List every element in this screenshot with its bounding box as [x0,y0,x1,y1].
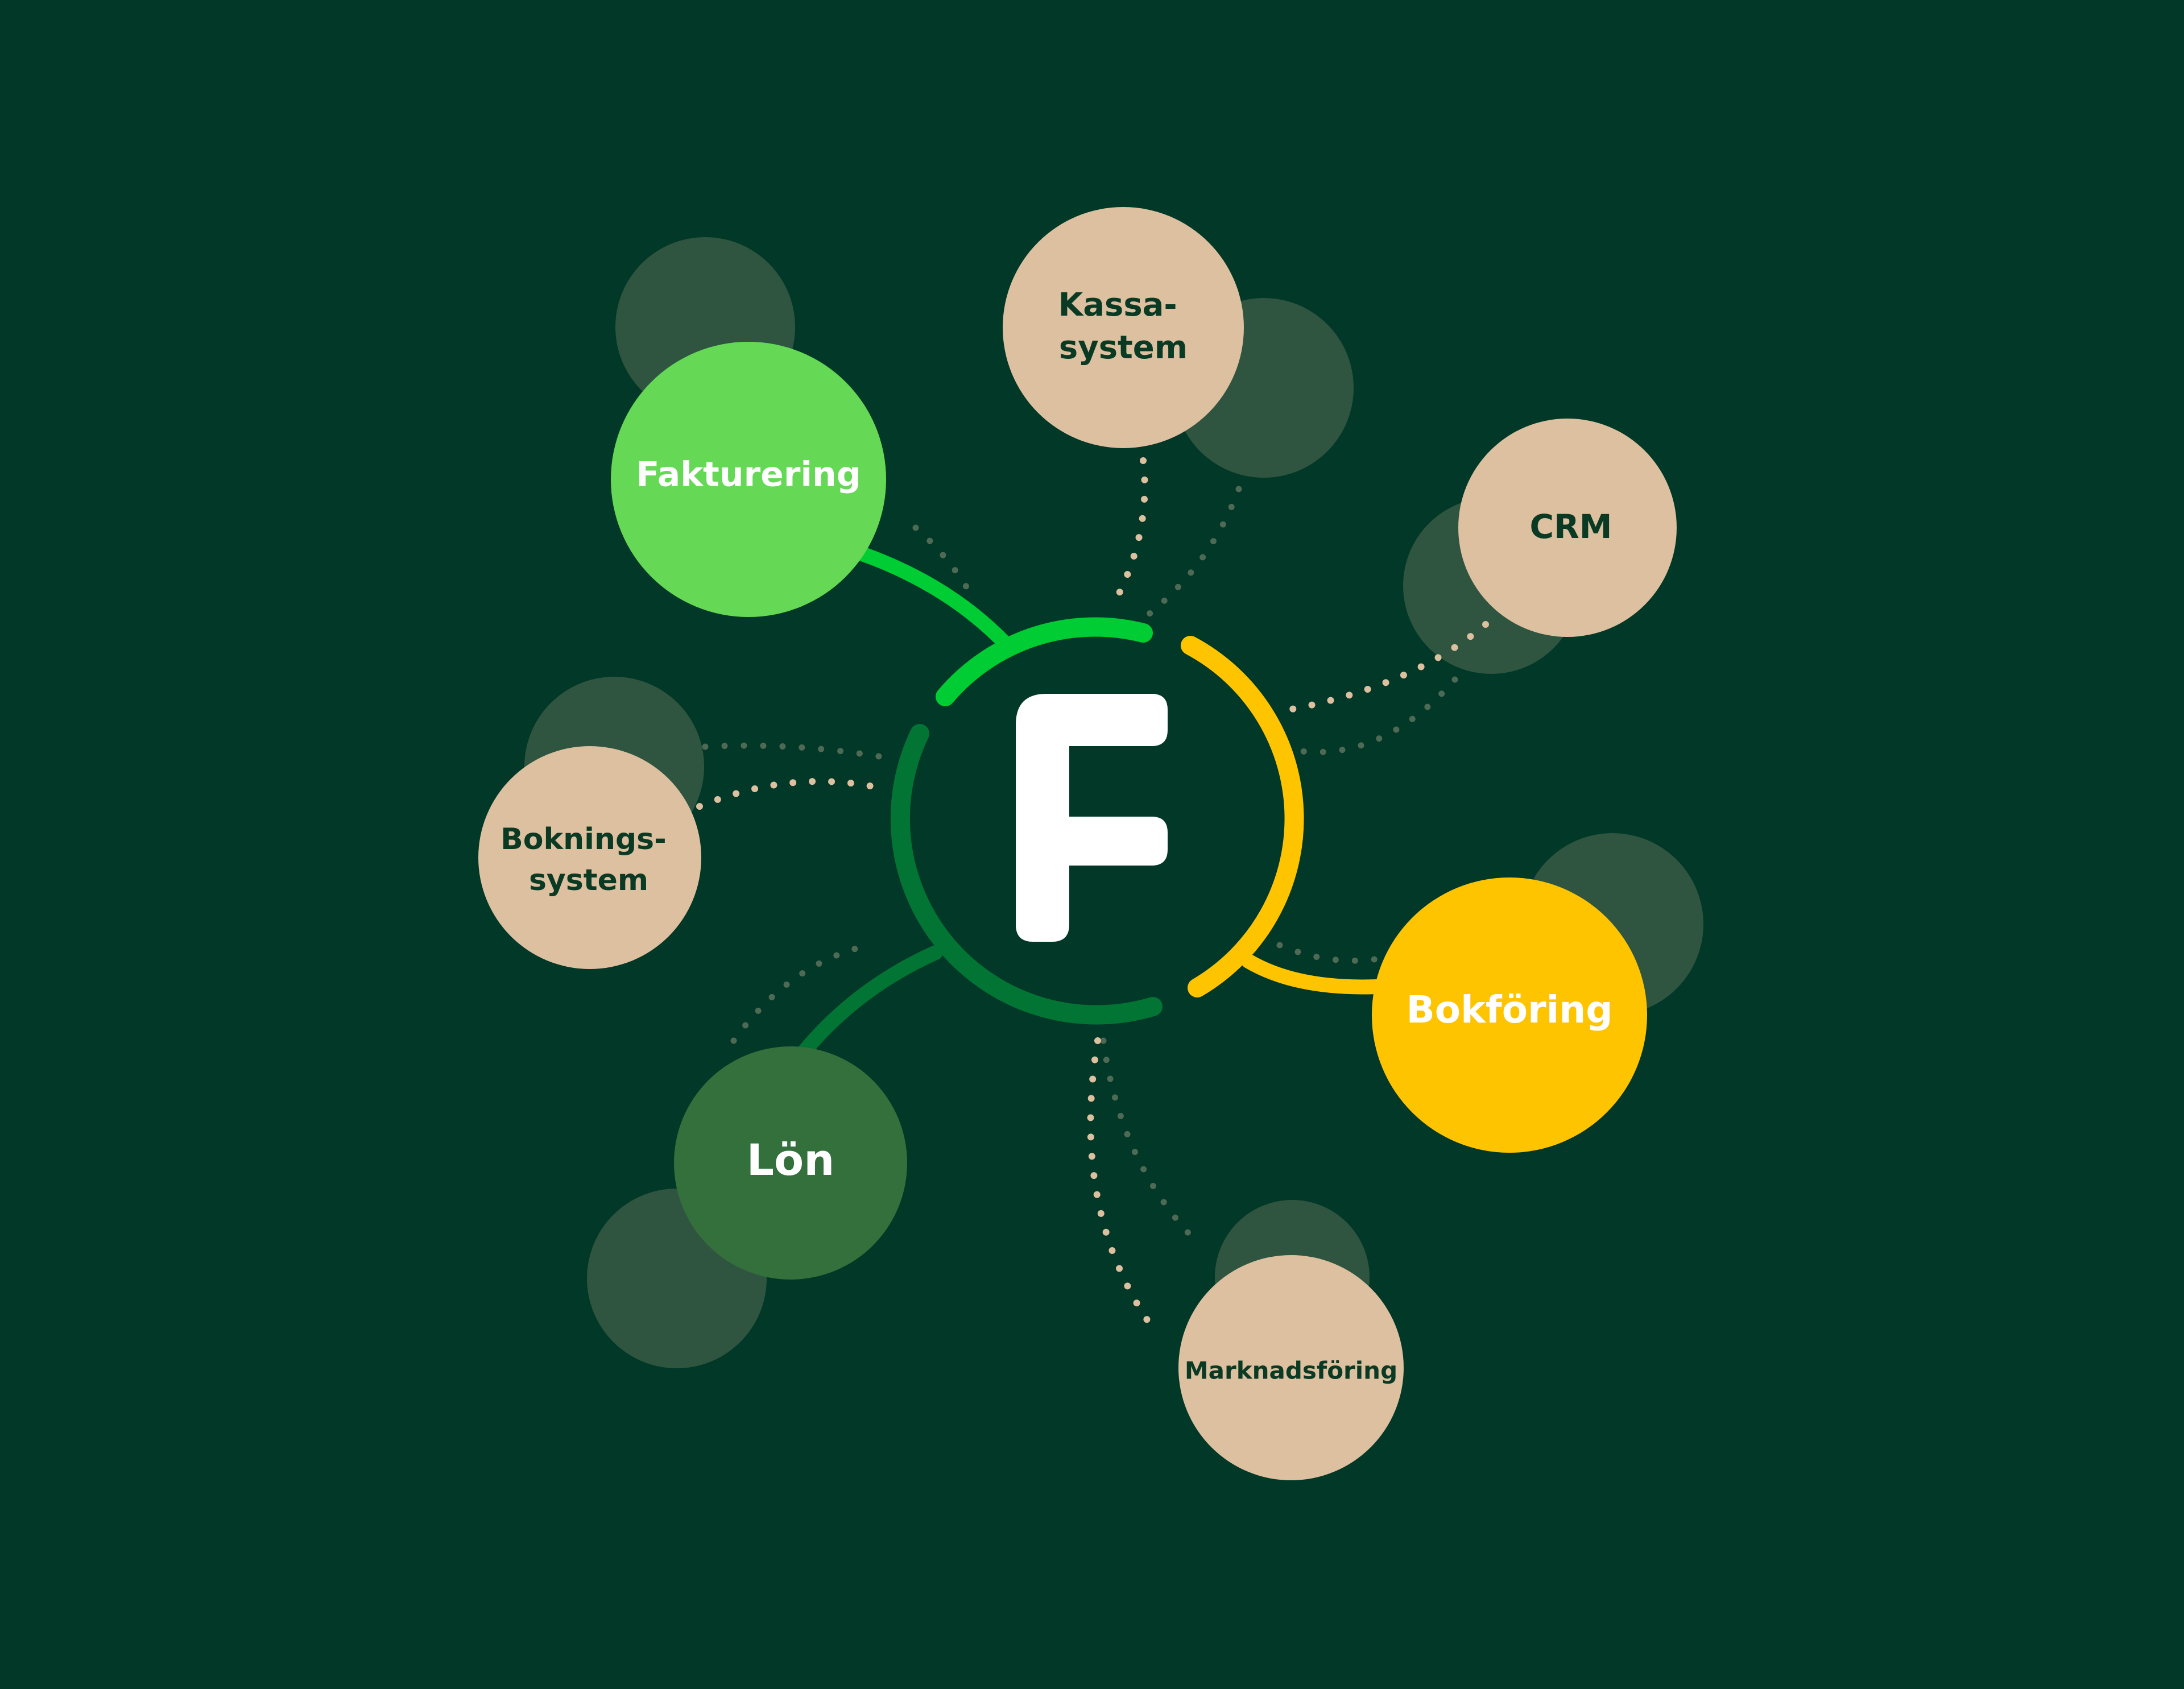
faint-dotted-connectors [702,486,1458,1249]
node-bokningssystem[interactable]: Boknings- system [478,746,701,969]
faint-connector-kassasystem [1145,486,1242,618]
node-crm[interactable]: CRM [1458,419,1677,637]
connector-fakturering [840,541,1013,651]
node-marknadsforing[interactable]: Marknadsföring [1178,1255,1404,1480]
node-bokningssystem-bubble [478,746,701,969]
solid-connectors [792,541,1384,1065]
node-fakturering-label: Fakturering [636,455,861,495]
tan-connector-marknadsforing [1087,1037,1158,1334]
faint-connector-crm [1293,676,1458,755]
faint-connector-bokforing [1276,942,1385,964]
faint-connector-lon [730,945,859,1044]
node-bokforing-label: Bokföring [1407,988,1613,1032]
f-logo-icon [1016,694,1168,942]
node-bokningssystem-label-line-1: Boknings- [500,822,667,856]
node-marknadsforing-label: Marknadsföring [1185,1357,1397,1385]
ring-arc-yellow [1181,636,1304,997]
hub-logo [1016,694,1168,942]
tan-dotted-connectors [696,457,1489,1334]
faint-connector-fakturering [912,524,976,601]
node-kassasystem-label-line-1: Kassa- [1058,287,1177,324]
node-kassasystem-label-line-2: system [1059,329,1188,366]
node-lon[interactable]: Lön [674,1046,907,1280]
node-fakturering[interactable]: Fakturering [611,342,886,617]
node-crm-bubble [1458,419,1677,637]
node-lon-bubble [674,1046,907,1280]
node-crm-label: CRM [1530,507,1612,546]
node-bokningssystem-label-line-2: system [529,863,648,897]
connector-lon [792,945,943,1065]
connector-bokforing [1241,954,1384,995]
faint-connector-marknadsforing [1100,1037,1203,1249]
node-kassasystem-bubble [1003,207,1244,448]
node-bokningssystem-label: Boknings- system [500,822,677,897]
node-marknadsforing-bubble [1178,1255,1404,1480]
ring-arc-dark-green [890,724,1163,1025]
tan-connector-bokningssystem [696,778,882,810]
node-bokforing[interactable]: Bokföring [1372,877,1647,1153]
tan-connector-kassasystem [1108,457,1148,611]
hub-ring [890,617,1304,1025]
node-fakturering-bubble [611,342,886,617]
node-lon-label: Lön [747,1135,835,1185]
faint-connector-bokningssystem [702,742,882,760]
node-kassasystem[interactable]: Kassa- system [1003,207,1244,448]
ring-arc-green [936,617,1153,706]
node-kassasystem-label: Kassa- system [1058,287,1188,366]
node-bokforing-bubble [1372,877,1647,1153]
